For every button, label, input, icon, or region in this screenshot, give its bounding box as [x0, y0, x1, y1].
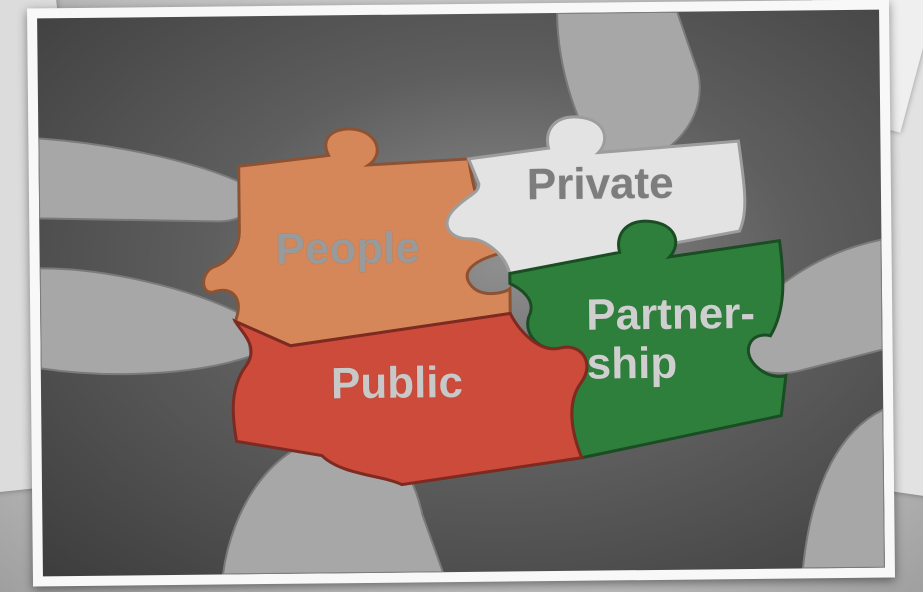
puzzle-piece-people [202, 127, 512, 348]
piece-label-public: Public [330, 357, 464, 409]
photo-frame: People Private Partner- ship Public [26, 0, 896, 587]
piece-label-people: People [275, 223, 421, 274]
hand-bottom-right [801, 407, 885, 570]
puzzle-photo: People Private Partner- ship Public [37, 9, 885, 577]
piece-label-private: Private [526, 158, 674, 210]
hand-left-top [37, 137, 254, 223]
puzzle-piece-public [231, 311, 589, 487]
puzzle-illustration [37, 10, 885, 576]
piece-label-partnership: Partner- ship [585, 288, 756, 389]
